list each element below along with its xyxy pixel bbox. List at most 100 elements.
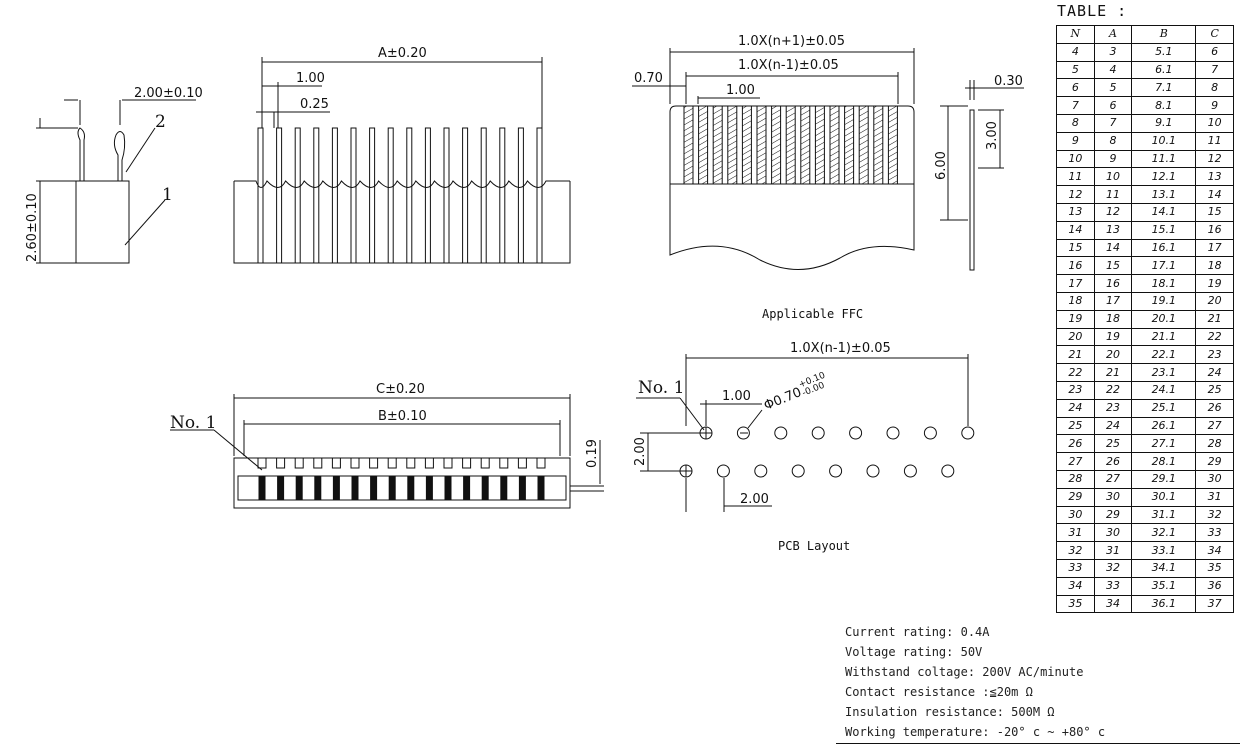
table-cell: 21 [1093,363,1133,382]
table-cell: 31 [1093,541,1133,560]
front-contact [257,127,264,264]
table-cell: 17 [1093,291,1133,311]
table-cell: 29 [1195,452,1234,471]
pcb-holes [679,426,975,478]
table-cell: 17 [1056,274,1095,293]
table-cell: 5 [1056,60,1095,80]
table-cell: 25.1 [1131,398,1197,418]
table-cell: 32 [1093,558,1133,578]
table-cell: 32 [1056,541,1095,560]
header-c: C [1195,25,1234,44]
ffc-conductor [887,105,898,185]
table-cell: 18 [1093,309,1133,329]
top-tooth [536,457,546,469]
top-pin [370,475,378,501]
top-pin [351,475,359,501]
table-cell: 17.1 [1131,256,1197,276]
ffc-conductor [829,105,840,185]
top-b-dim: B±0.10 [378,409,427,424]
table-cell: 14.1 [1131,202,1197,222]
side-view: 2.00±0.10 2.60±0.10 2 1 [25,86,203,264]
table-cell: 3 [1093,42,1133,62]
ffc-conductor [814,105,825,185]
top-pin [277,475,285,501]
top-gap-dim: 0.19 [585,439,600,468]
table-cell: 28 [1195,434,1234,454]
front-contact [517,127,524,264]
front-contact [387,127,394,264]
table-cell: 21.1 [1131,327,1197,347]
ffc-contact-dim: 3.00 [985,121,1000,150]
table-cell: 15 [1056,238,1095,258]
pcb-caption: PCB Layout [778,539,850,553]
table-cell: 16 [1195,220,1234,240]
front-contact [350,127,357,264]
table-cell: 11 [1195,131,1234,151]
table-cell: 11 [1093,185,1133,204]
table-cell: 31 [1056,523,1095,543]
top-tooth [313,457,323,469]
rating-voltage: Voltage rating: 50V [845,645,983,659]
table-cell: 8 [1195,78,1234,98]
table-cell: 35 [1195,558,1234,578]
table-cell: 19 [1056,309,1095,329]
table-cell: 14 [1093,238,1133,258]
table-cell: 13.1 [1131,185,1197,204]
table-cell: 22 [1056,363,1095,382]
table-cell: 26 [1056,434,1095,454]
table-cell: 20 [1056,327,1095,347]
top-pin [537,475,545,501]
table-cell: 24 [1195,363,1234,382]
table-cell: 11 [1056,167,1095,187]
front-width-dim: 0.25 [300,97,329,112]
table-cell: 35 [1056,594,1095,614]
front-contacts [234,127,570,264]
table-cell: 19 [1093,327,1133,347]
top-pin [388,475,396,501]
top-no1-label: No. 1 [170,413,216,433]
table-cell: 6 [1056,78,1095,98]
table-cell: 36 [1195,576,1234,596]
table-cell: 12 [1195,149,1234,169]
table-cell: 10 [1093,167,1133,187]
table-cell: 15 [1195,202,1234,222]
top-tooth [424,457,434,469]
table-cell: 6 [1195,42,1234,62]
table-cell: 21 [1195,309,1234,329]
table-cell: 33.1 [1131,541,1197,560]
top-teeth [257,457,546,501]
top-pin [463,475,471,501]
top-pin [425,475,433,501]
top-housing [233,457,571,509]
table-cell: 29 [1056,487,1095,507]
table-cell: 23.1 [1131,363,1197,382]
table-cell: 22 [1195,327,1234,347]
pcb-hole-dim: Φ0.70 [762,385,804,414]
front-contact [276,127,283,264]
front-contact [499,127,506,264]
top-pin [444,475,452,501]
front-contact [443,127,450,264]
table-title: TABLE : [1057,2,1128,20]
callout-1: 1 [162,185,173,205]
table-cell: 13 [1093,220,1133,240]
rating-insulation-resistance: Insulation resistance: 500M Ω [845,705,1055,719]
